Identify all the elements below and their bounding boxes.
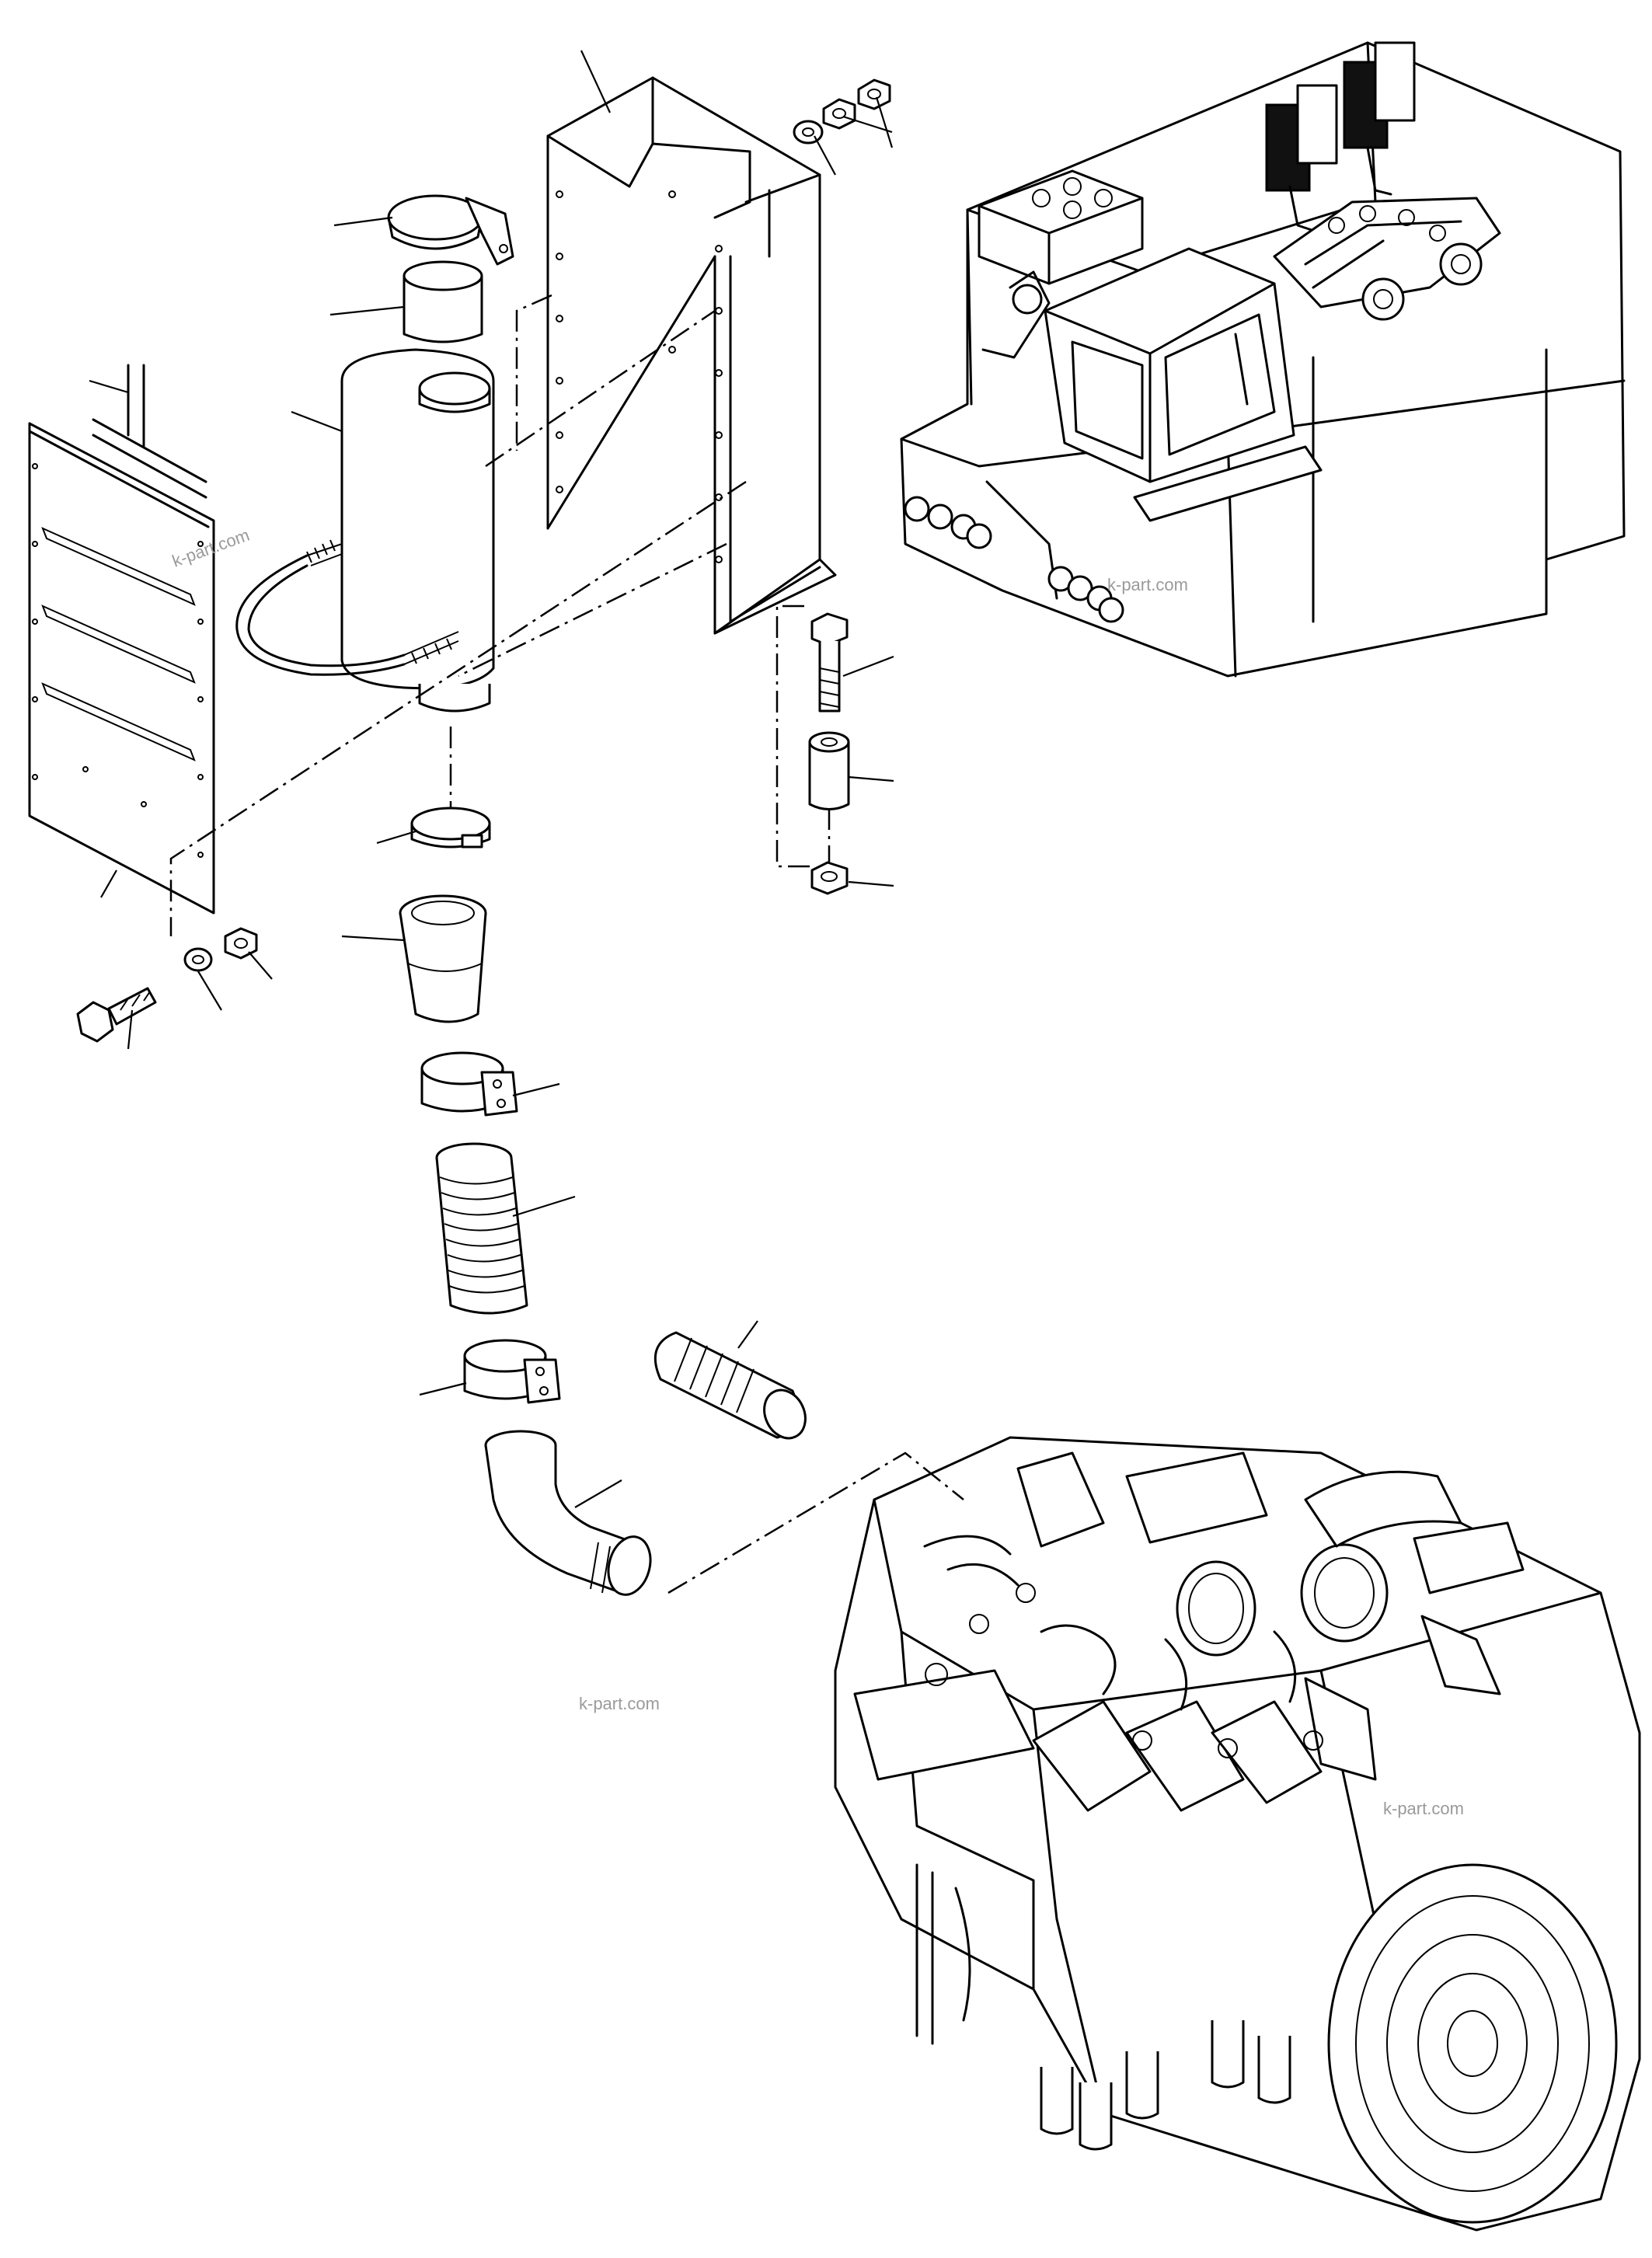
bolt-spacer-nut-right <box>808 612 850 895</box>
watermark-engine: k-part.com <box>1383 1799 1464 1818</box>
elbow-tube <box>484 1430 652 1596</box>
engine <box>834 1436 1641 2232</box>
watermark-center: k-part.com <box>579 1694 660 1713</box>
mounting-bracket <box>546 76 837 635</box>
machine-overview <box>900 41 1626 678</box>
watermark-top-right: k-part.com <box>1107 575 1188 594</box>
filter-assembly <box>235 194 514 713</box>
cover-panel <box>28 364 215 915</box>
clamp-lower <box>463 1339 561 1404</box>
reducer-tube <box>399 894 487 1023</box>
corrugated-hose <box>435 1142 528 1315</box>
clamp-upper <box>420 1051 518 1117</box>
spare-sleeve <box>653 1331 807 1440</box>
clamp-small <box>410 807 491 848</box>
leader-lines <box>89 50 894 1508</box>
assembly-lines <box>169 294 964 1594</box>
washer-and-nuts-top <box>793 78 891 145</box>
bolt-washer-nut-left <box>76 927 258 1043</box>
